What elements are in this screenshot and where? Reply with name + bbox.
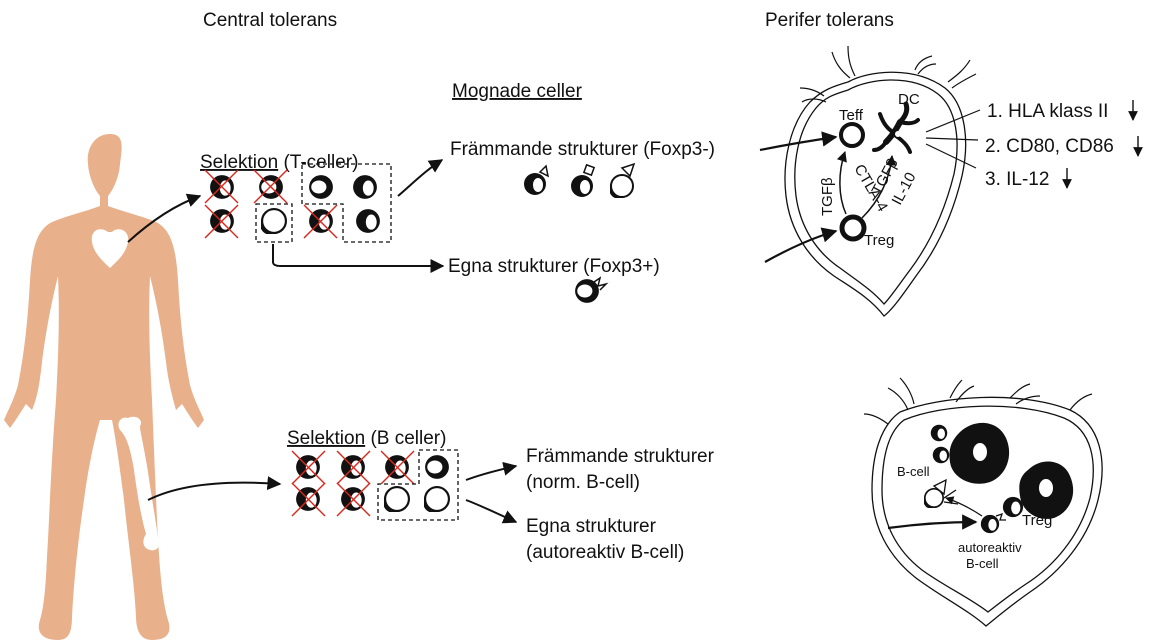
dendritic-cell — [874, 104, 918, 152]
small-cell-1 — [931, 425, 948, 442]
bcell-cell — [923, 489, 943, 509]
heading-peripheral-tolerance: Perifer tolerans — [765, 10, 894, 31]
t-self-structures-label: Egna strukturer (Foxp3+) — [448, 256, 660, 277]
dc-label: DC — [898, 91, 920, 108]
autoreactive-label-1: autoreaktiv — [958, 540, 1022, 555]
t-cell-3 — [309, 175, 333, 199]
small-cell-2 — [933, 447, 950, 464]
b-foreign-line2: (norm. B-cell) — [526, 472, 640, 493]
lymph-node-bottom-vessels — [864, 378, 1092, 424]
b-selection-rest: (B celler) — [365, 428, 446, 449]
arrow-b-to-self — [466, 500, 516, 522]
t-selection-title: Selektion (T-celler) — [200, 152, 358, 173]
t-foreign-structures-label: Främmande strukturer (Foxp3-) — [450, 139, 715, 160]
b-selection-title: Selektion (B celler) — [287, 428, 446, 449]
t-cell-6 — [260, 209, 286, 235]
arrow-treg-to-bcell — [946, 498, 982, 516]
b-cell-8 — [423, 487, 449, 513]
lymph-node-top: Teff DC Treg TGFβ CTLA-4 TGFβ IL-10 1. H… — [760, 46, 1138, 316]
treg-label-bottom: Treg — [1022, 512, 1052, 529]
body-silhouette — [4, 134, 204, 640]
effect-line-3 — [926, 144, 976, 168]
arrow-t-to-foreign — [398, 160, 442, 196]
effect-il12: 3. IL-12 — [985, 169, 1049, 190]
effect-hla-class-2: 1. HLA klass II — [987, 101, 1108, 122]
foreign-t-cells — [524, 164, 634, 199]
b-cell-4 — [425, 455, 449, 479]
arrow-treg-to-teff — [840, 152, 846, 214]
b-foreign-line1: Främmande strukturer — [526, 446, 715, 467]
b-selection-underlined: Selektion — [287, 428, 365, 449]
heading-central-tolerance: Central tolerans — [203, 10, 337, 31]
mature-cells-label: Mognade celler — [452, 81, 583, 102]
teff-cell — [841, 124, 863, 146]
arrow-t-to-self — [273, 244, 443, 266]
arrow-b-to-foreign — [466, 466, 516, 480]
t-selection-underlined: Selektion — [200, 152, 278, 173]
foreign-t-cell-3 — [609, 175, 633, 199]
b-self-line1: Egna strukturer — [526, 516, 657, 537]
arrow-into-bottom-node — [888, 522, 976, 528]
foreign-t-cell-1 — [524, 173, 546, 195]
t-cell-selection: Selektion (T-celler) Främmande strukture… — [128, 139, 715, 303]
human-body-figure — [4, 134, 204, 640]
treg-label-top: Treg — [864, 232, 894, 249]
t-cell-8 — [356, 209, 380, 233]
autoreactive-label-2: B-cell — [966, 556, 999, 571]
foreign-t-cell-2 — [571, 175, 593, 197]
tgfb-left-label: TGFβ — [819, 177, 836, 216]
autoreactive-bcell-cell — [981, 515, 999, 533]
b-cell-7 — [383, 487, 409, 513]
self-treg-cell — [575, 278, 606, 303]
bcell-label: B-cell — [897, 464, 930, 479]
effect-cd80-cd86: 2. CD80, CD86 — [985, 136, 1114, 157]
effect-line-1 — [926, 110, 980, 132]
lymph-node-bottom: B-cell Treg autoreaktiv B-cell — [864, 378, 1102, 626]
treg-cell-top — [842, 217, 864, 239]
b-cell-selection: Selektion (B celler) Främmande strukture… — [148, 428, 715, 563]
bottom-treg-cell — [1003, 497, 1023, 517]
t-cell-4 — [353, 175, 377, 199]
teff-label: Teff — [839, 107, 864, 124]
lymph-node-top-vessels — [800, 46, 976, 102]
t-selection-rest: (T-celler) — [278, 152, 358, 173]
b-self-line2: (autoreaktiv B-cell) — [526, 542, 684, 563]
effect-line-2 — [926, 138, 978, 140]
arrow-bone-to-b-selection — [148, 483, 280, 500]
arrow-self-to-node — [765, 231, 836, 262]
